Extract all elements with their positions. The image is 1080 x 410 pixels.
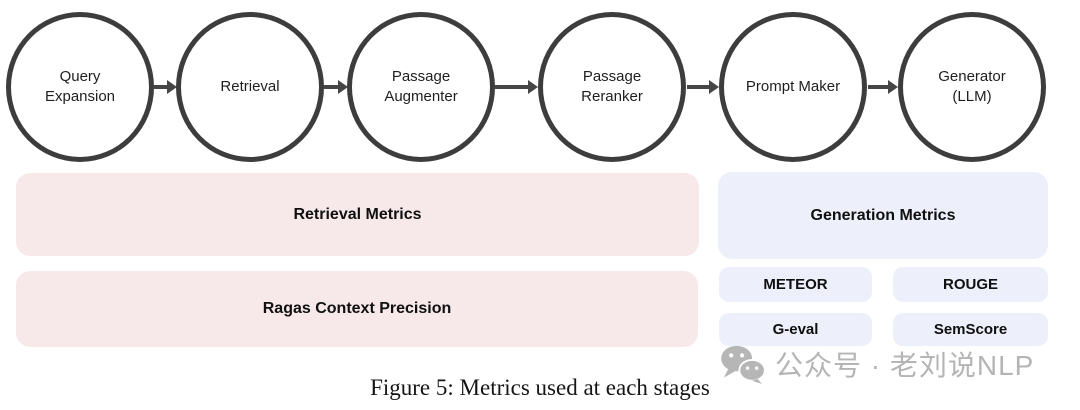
flow-arrow-icon bbox=[154, 80, 177, 94]
flow-arrow-icon bbox=[324, 80, 348, 94]
stage-label: Retrieval bbox=[220, 78, 280, 96]
stage-label: Passage Reranker bbox=[581, 68, 643, 105]
retrieval-metrics-title: Retrieval Metrics bbox=[293, 205, 422, 223]
watermark: 公众号 · 老刘说NLP bbox=[720, 344, 1034, 384]
generation-metrics-title: Generation Metrics bbox=[810, 206, 956, 224]
semscore-chip: SemScore bbox=[893, 313, 1048, 346]
rouge-label: ROUGE bbox=[942, 276, 998, 293]
watermark-text: 公众号 · 老刘说NLP bbox=[775, 350, 1035, 381]
flow-arrow-icon bbox=[495, 80, 538, 94]
stage-passage-reranker: Passage Reranker bbox=[538, 12, 686, 162]
rouge-chip: ROUGE bbox=[893, 267, 1048, 302]
meteor-label: METEOR bbox=[763, 276, 828, 293]
meteor-chip: METEOR bbox=[719, 267, 872, 302]
g-eval-chip: G-eval bbox=[719, 313, 872, 346]
generation-metrics-panel: Generation Metrics bbox=[718, 172, 1048, 259]
flow-arrow-icon bbox=[868, 80, 898, 94]
stage-label: Prompt Maker bbox=[745, 78, 841, 96]
semscore-label: SemScore bbox=[933, 321, 1008, 338]
flow-arrow-icon bbox=[687, 80, 719, 94]
figure-caption: Figure 5: Metrics used at each stages bbox=[370, 375, 710, 400]
stage-query-expansion: Query Expansion bbox=[6, 12, 154, 162]
stage-retrieval: Retrieval bbox=[176, 12, 324, 162]
stage-passage-augmenter: Passage Augmenter bbox=[347, 12, 495, 162]
retrieval-metrics-panel: Retrieval Metrics bbox=[16, 173, 699, 256]
wechat-icon bbox=[720, 344, 766, 384]
stage-label: Query Expansion bbox=[44, 68, 116, 105]
stage-generator-llm: Generator (LLM) bbox=[898, 12, 1046, 162]
ragas-label: Ragas Context Precision bbox=[262, 300, 452, 317]
stage-label: Passage Augmenter bbox=[384, 68, 458, 105]
g-eval-label: G-eval bbox=[772, 321, 819, 338]
stage-prompt-maker: Prompt Maker bbox=[719, 12, 867, 162]
stage-label: Generator (LLM) bbox=[938, 68, 1006, 105]
ragas-context-precision-box: Ragas Context Precision bbox=[16, 271, 698, 347]
